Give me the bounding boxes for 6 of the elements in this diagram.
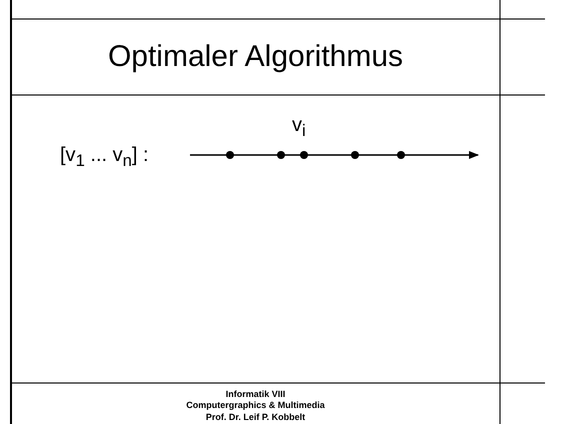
sequence-label: [v$_{1}$ ... v$_{n}$] : <box>60 144 149 171</box>
footer-text: Computergraphics & Multimedia <box>185 400 326 410</box>
footer-text: Prof. Dr. Leif P. Kobbelt <box>204 412 306 422</box>
point-label: v$_{i}$ <box>292 114 306 141</box>
slide-title: Optimaler Algorithmus <box>106 40 404 74</box>
footer-text: Informatik VIII <box>224 389 286 399</box>
